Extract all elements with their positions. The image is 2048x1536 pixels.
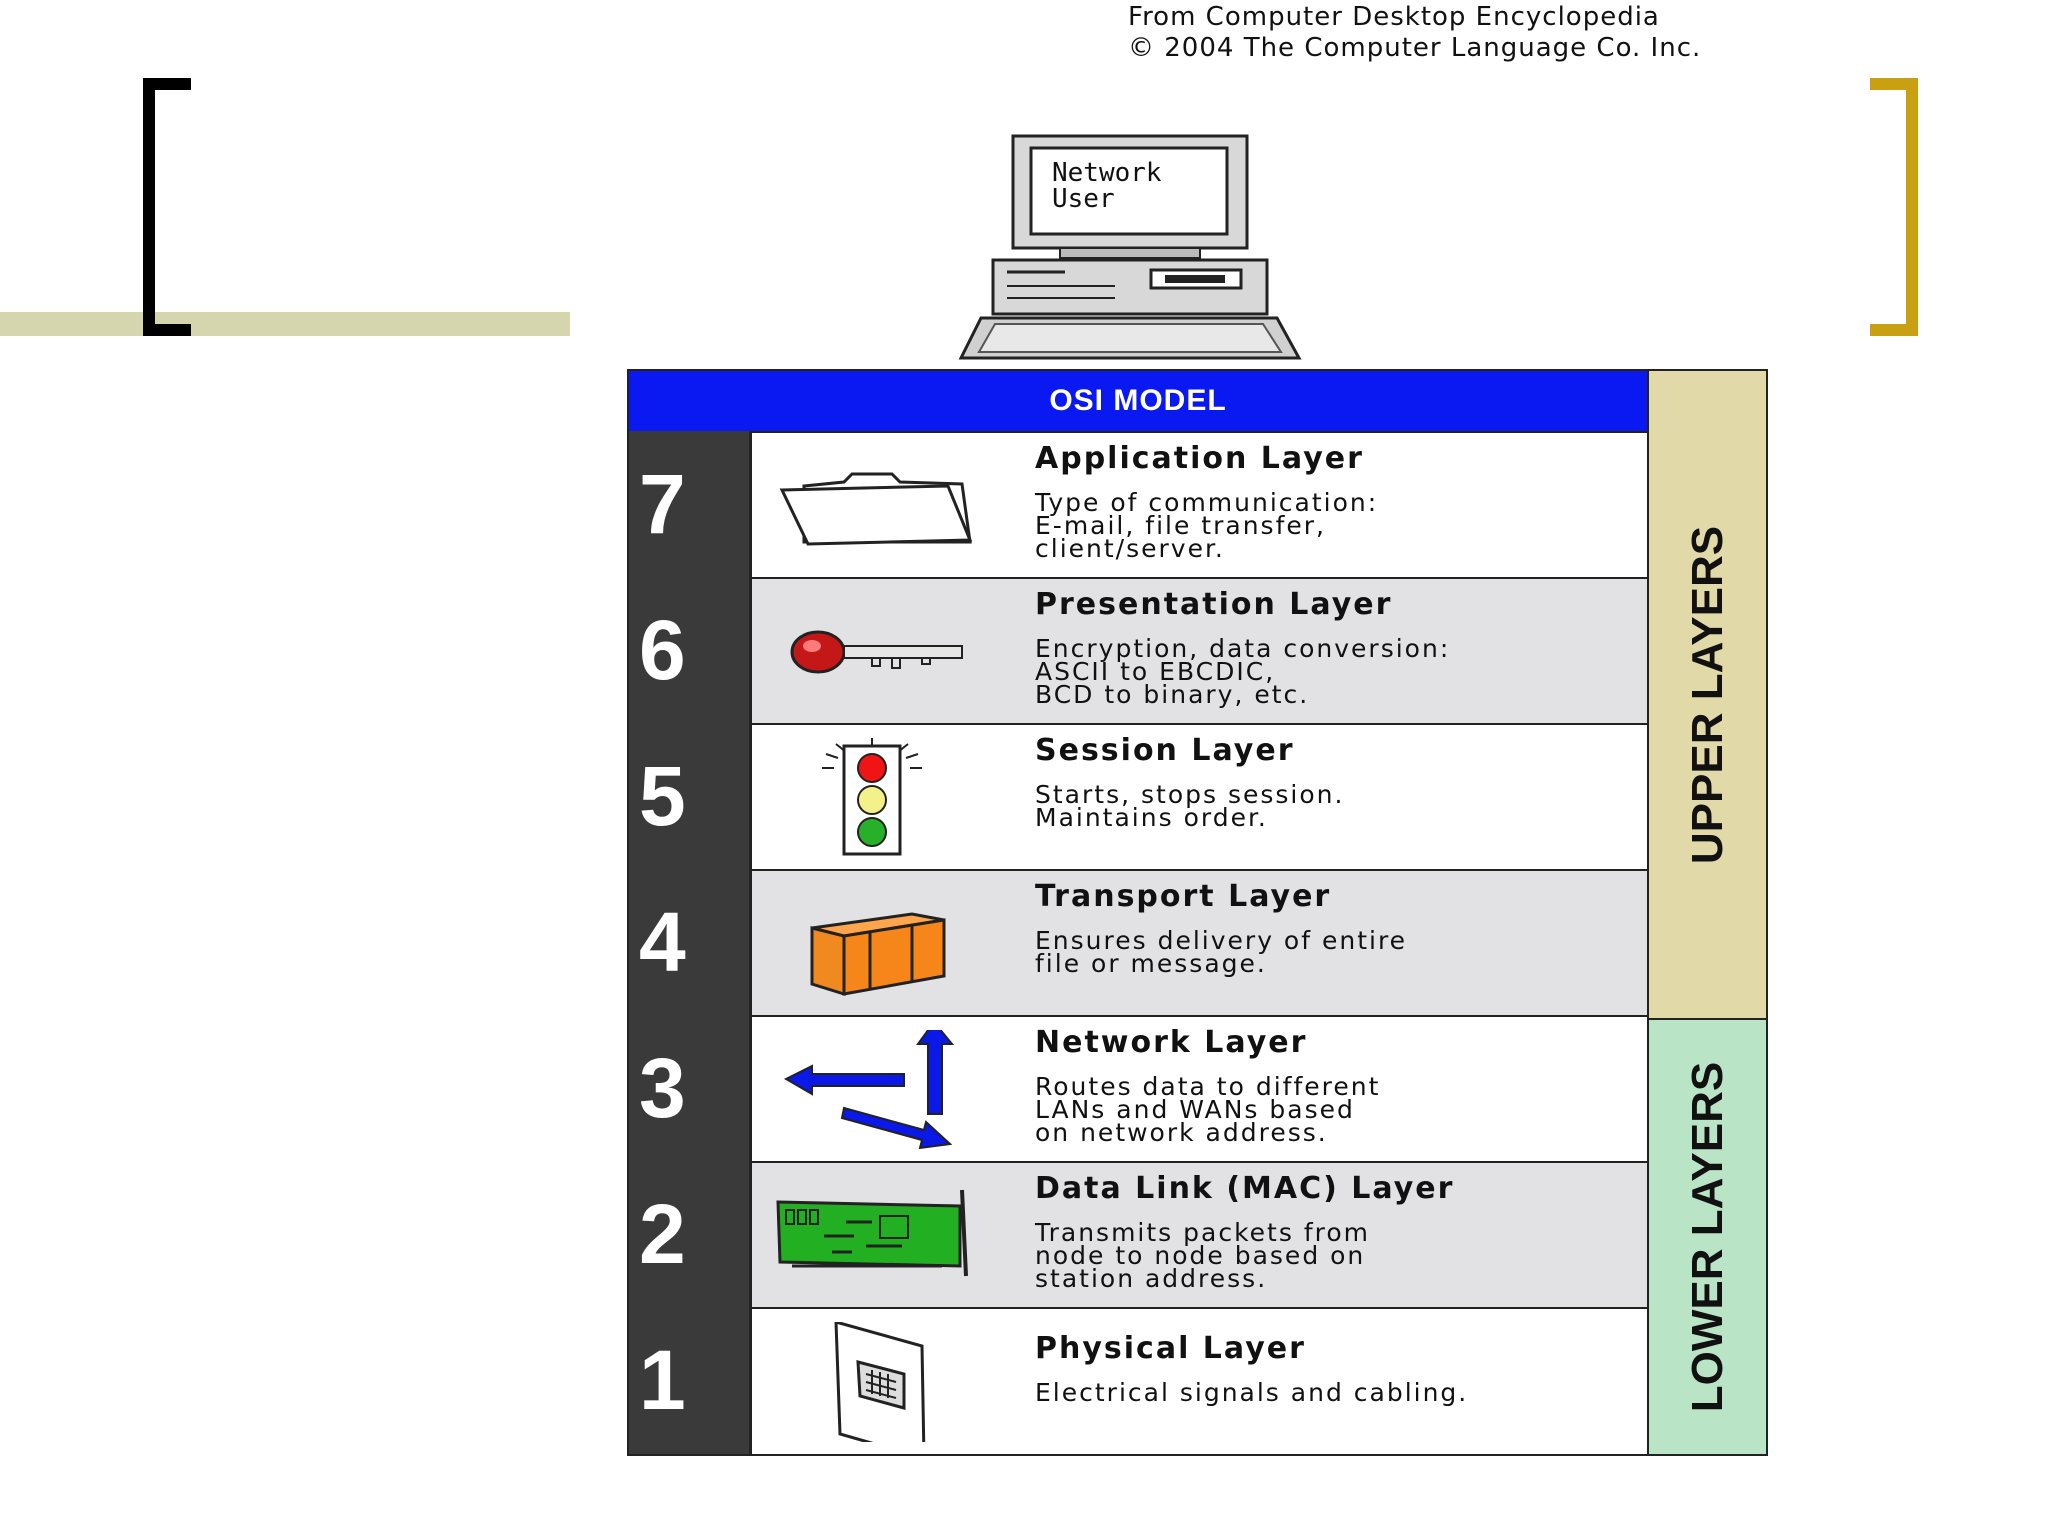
- layer-row-network: Network Layer Routes data to different L…: [749, 1015, 1647, 1161]
- layer-title: Data Link (MAC) Layer: [1035, 1171, 1455, 1206]
- layer-number: 2: [639, 1187, 686, 1281]
- layer-description: Electrical signals and cabling.: [1035, 1378, 1469, 1407]
- layer-title: Session Layer: [1035, 733, 1295, 768]
- osi-model-table: OSI MODEL Application Layer Type of comm…: [627, 369, 1768, 1456]
- layer-number: 5: [639, 749, 686, 843]
- network-user-computer-icon: [958, 134, 1302, 360]
- layer-title: Application Layer: [1035, 441, 1364, 476]
- layer-number: 6: [639, 603, 686, 697]
- credit-line-source: From Computer Desktop Encyclopedia: [1128, 2, 1660, 32]
- wall-jack-icon: [834, 1322, 926, 1442]
- screen-line-network: Network: [1052, 158, 1162, 188]
- layer-title: Transport Layer: [1035, 879, 1332, 914]
- layer-row-transport: Transport Layer Ensures delivery of enti…: [749, 869, 1647, 1015]
- package-icon: [810, 912, 946, 997]
- traffic-light-icon: [822, 738, 922, 856]
- layer-number: 3: [639, 1041, 686, 1135]
- lower-layers-label: LOWER LAYERS: [1682, 1061, 1732, 1413]
- layer-title: Network Layer: [1035, 1025, 1308, 1060]
- credit-line-copyright: © 2004 The Computer Language Co. Inc.: [1128, 33, 1702, 63]
- layer-number-column: [629, 431, 749, 1454]
- layer-title: Presentation Layer: [1035, 587, 1393, 622]
- layer-description: Starts, stops session. Maintains order.: [1035, 780, 1345, 832]
- layer-row-application: Application Layer Type of communication:…: [749, 431, 1647, 577]
- upper-layers-band: UPPER LAYERS: [1647, 371, 1766, 1018]
- layer-row-presentation: Presentation Layer Encryption, data conv…: [749, 577, 1647, 723]
- screen-line-user: User: [1052, 184, 1115, 214]
- layer-row-physical: Physical Layer Electrical signals and ca…: [749, 1307, 1647, 1454]
- network-card-icon: [776, 1189, 968, 1277]
- decorative-olive-bar: [0, 312, 570, 336]
- key-icon: [790, 630, 963, 674]
- left-bracket-decoration: [143, 78, 191, 336]
- source-credit: From Computer Desktop Encyclopedia © 200…: [1128, 2, 1701, 64]
- layer-number: 7: [639, 457, 686, 551]
- layer-title: Physical Layer: [1035, 1331, 1306, 1366]
- layer-description: Type of communication: E-mail, file tran…: [1035, 488, 1379, 563]
- layer-row-data-link: Data Link (MAC) Layer Transmits packets …: [749, 1161, 1647, 1307]
- osi-model-header: OSI MODEL: [629, 371, 1647, 431]
- routing-arrows-icon: [783, 1030, 955, 1150]
- right-bracket-decoration: [1870, 78, 1918, 336]
- layer-row-session: Session Layer Starts, stops session. Mai…: [749, 723, 1647, 869]
- layer-description: Encryption, data conversion: ASCII to EB…: [1035, 634, 1451, 709]
- computer-screen-label: Network User: [1052, 160, 1162, 212]
- upper-layers-label: UPPER LAYERS: [1682, 525, 1732, 864]
- folder-icon: [779, 472, 972, 546]
- lower-layers-band: LOWER LAYERS: [1647, 1018, 1766, 1454]
- layer-number: 1: [639, 1333, 686, 1427]
- layer-description: Transmits packets from node to node base…: [1035, 1218, 1370, 1293]
- layer-description: Ensures delivery of entire file or messa…: [1035, 926, 1408, 978]
- layer-description: Routes data to different LANs and WANs b…: [1035, 1072, 1381, 1147]
- layer-number: 4: [639, 895, 686, 989]
